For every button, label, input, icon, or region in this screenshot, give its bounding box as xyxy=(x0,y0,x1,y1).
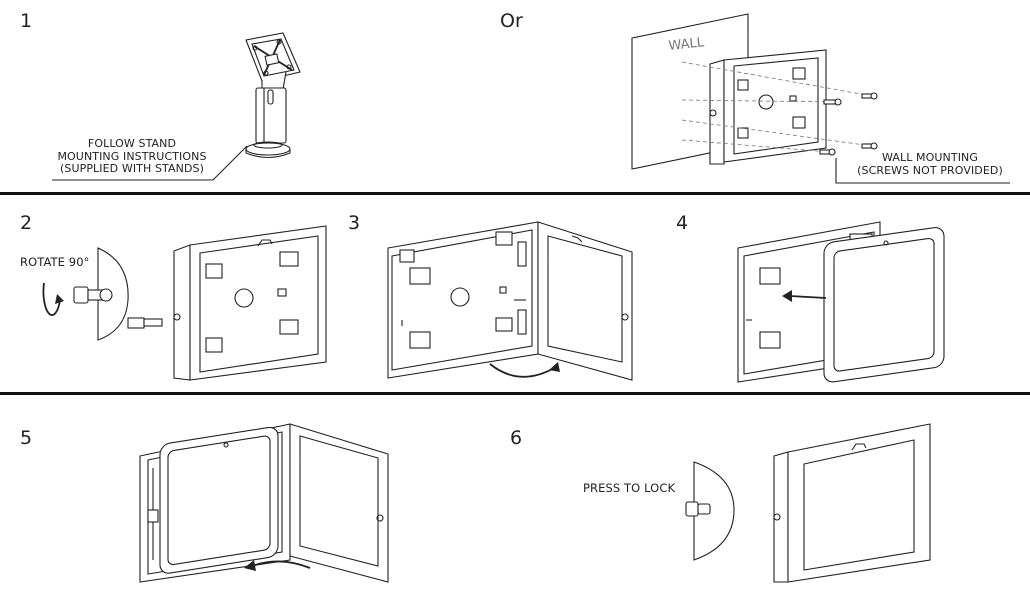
wall-label: WALL xyxy=(668,35,706,54)
lock-icon xyxy=(685,461,735,561)
enclosure-icon xyxy=(709,49,827,165)
step-or-label: Or xyxy=(500,10,523,32)
rotate-arrow-icon xyxy=(42,282,64,316)
stand-instructions-line2: MOUNTING INSTRUCTIONS xyxy=(57,149,207,163)
tablet-icon xyxy=(823,227,945,383)
enclosure-icon xyxy=(173,225,327,381)
step-number-1: 1 xyxy=(20,10,33,32)
key-icon xyxy=(73,247,181,341)
step-number-4: 4 xyxy=(676,212,689,234)
enclosure-icon xyxy=(773,423,931,583)
step-number-2: 2 xyxy=(20,212,33,234)
tablet-icon xyxy=(159,426,279,574)
swing-arrow-icon xyxy=(244,560,311,571)
stand-instructions-line3: (SUPPLIED WITH STANDS) xyxy=(59,162,205,175)
rotate-label: ROTATE 90° xyxy=(20,255,90,269)
step-number-6: 6 xyxy=(510,427,523,449)
screw-icon xyxy=(681,61,1010,184)
enclosure-icon xyxy=(289,423,389,583)
swing-arrow-icon xyxy=(489,362,560,378)
insert-arrow-icon xyxy=(782,290,827,302)
wall-mounting-line2: (SCREWS NOT PROVIDED) xyxy=(857,163,1003,177)
wall-mounting-label: WALL MOUNTING (SCREWS NOT PROVIDED) xyxy=(850,151,1010,177)
stand-instructions-label: FOLLOW STAND MOUNTING INSTRUCTIONS (SUPP… xyxy=(52,137,212,176)
stand-instructions-line1: FOLLOW STAND xyxy=(87,137,177,150)
step-number-5: 5 xyxy=(20,427,33,449)
stand-icon xyxy=(52,32,301,181)
wall-mounting-line1: WALL MOUNTING xyxy=(882,151,978,164)
enclosure-icon xyxy=(387,221,633,381)
section-divider xyxy=(0,392,1030,395)
press-to-lock-label: PRESS TO LOCK xyxy=(583,481,676,495)
step-number-3: 3 xyxy=(348,212,361,234)
section-divider xyxy=(0,192,1030,195)
